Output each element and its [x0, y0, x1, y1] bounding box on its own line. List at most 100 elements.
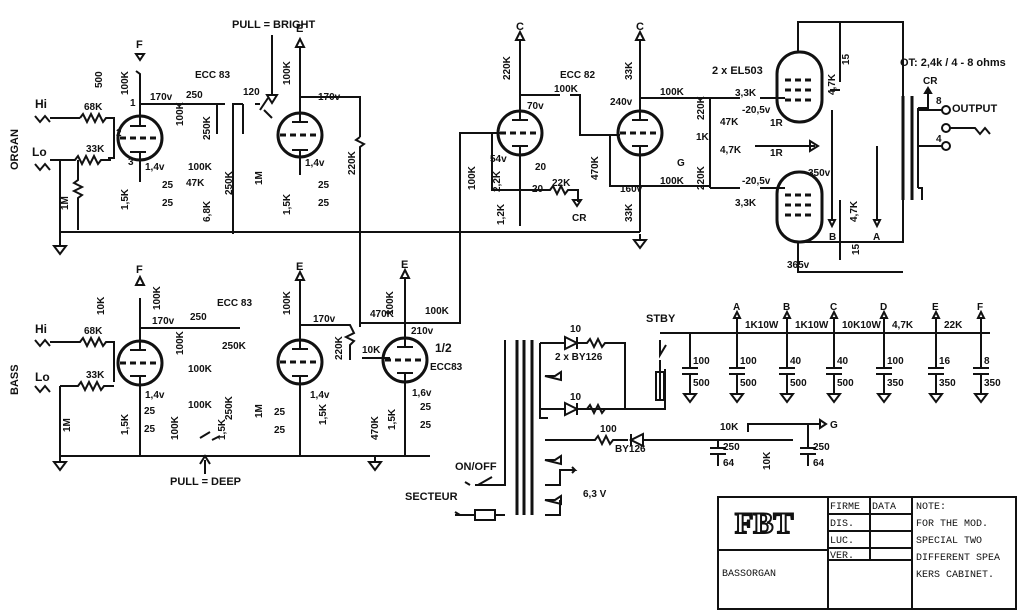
organ-input-jacks[interactable] — [34, 114, 51, 172]
bass-c-plate-value: 10K — [96, 296, 107, 315]
on-off-label: ON/OFF — [455, 461, 497, 473]
deep-switch[interactable] — [199, 431, 221, 441]
bass-r-mix-value: 220K — [334, 335, 345, 360]
phase-r-plate2-value: 33K — [624, 61, 635, 80]
filter-cap — [876, 333, 892, 404]
note-line: FOR THE MOD. — [916, 519, 988, 530]
power-r-snub2-value: 15 — [851, 243, 862, 255]
tap4-label: 4 — [936, 134, 942, 145]
phase-v-cath2: 160v — [620, 184, 643, 195]
mixer-r-grid-value: 470K — [370, 415, 381, 440]
bias-cap — [710, 440, 726, 466]
row-dis: DIS. — [830, 519, 854, 530]
phase-c-out2-value: 100K — [660, 176, 685, 187]
filter-cap-value: 40 — [790, 356, 802, 367]
organ-pot-vol-value: 1M — [254, 171, 265, 185]
power-r-g1a-value: 3,3K — [735, 88, 757, 99]
model-name: BASSORGAN — [722, 569, 776, 580]
series-resistor-value: 10K10W — [842, 320, 881, 331]
supply-node-arrow — [829, 309, 839, 333]
bass-r-plate2-value: 100K — [282, 290, 293, 315]
organ-r-lo-value: 33K — [86, 144, 105, 155]
tap-8[interactable] — [941, 105, 951, 115]
bass-r-cath2-value: 1,5K — [318, 403, 329, 425]
tap-4[interactable] — [941, 141, 951, 151]
phase-c-out1-value: 100K — [660, 87, 685, 98]
bias-r-value: 100 — [600, 424, 617, 435]
power-r-bias1-value: 220K — [696, 95, 707, 120]
organ-r-hi-value: 68K — [84, 102, 103, 113]
bass-r-hi-value: 68K — [84, 326, 103, 337]
organ-v-plate1: 170v — [150, 92, 173, 103]
organ-c-coup-value: 250 — [186, 90, 203, 101]
organ-v-plate2: 170v — [318, 92, 341, 103]
filter-cap-voltage: 500 — [740, 378, 757, 389]
bass-c-bass-value: 100K — [188, 400, 213, 411]
bass-r-lo-value: 33K — [86, 370, 105, 381]
phase-v-plate1: 70v — [527, 101, 544, 112]
organ-c-plate-value: 500 — [94, 71, 105, 88]
output-transformer — [901, 96, 914, 200]
bass-v-plate2: 170v — [313, 314, 336, 325]
organ-r-cath1-value: 1,5K — [120, 188, 131, 210]
phase-cr-label: CR — [572, 213, 587, 224]
mixer-half-label: 1/2 — [435, 341, 452, 355]
rect-single-label: BY126 — [615, 444, 646, 455]
power-a-label: A — [873, 232, 880, 243]
organ-r-tone1-value: 100K — [175, 101, 186, 126]
node-e-label: E — [401, 259, 408, 271]
power-tube-1 — [775, 50, 824, 124]
bias-pot-value: 10K — [720, 422, 739, 433]
mixer-c-grid-value: 10K — [362, 345, 381, 356]
bass-input-jacks[interactable] — [34, 338, 51, 394]
phase-r-cath-value: 2,2K — [492, 170, 503, 192]
power-r-1ra-value: 1R — [770, 118, 784, 129]
rect-r2-value: 10 — [570, 392, 582, 403]
node-e-label: E — [296, 261, 303, 273]
organ-c-cath1a: 25 — [162, 180, 174, 191]
power-r-47b-value: 4,7K — [720, 145, 742, 156]
fbt-logo: FBT — [735, 507, 793, 540]
row-luc: LUC. — [830, 536, 854, 547]
filter-cap-value: 8 — [984, 356, 990, 367]
power-switch[interactable] — [477, 476, 493, 486]
organ-r-lo — [60, 153, 111, 167]
mixer-v-cath: 1,6v — [412, 388, 432, 399]
phase-c-cath-value: 20 — [535, 162, 547, 173]
filter-cap-value: 100 — [887, 356, 904, 367]
filter-cap — [779, 333, 795, 404]
filter-cap-voltage: 350 — [887, 378, 904, 389]
organ-v-cath1: 1,4v — [145, 162, 165, 173]
output-jack[interactable] — [950, 126, 991, 136]
filter-cap-value: 100 — [693, 356, 710, 367]
filter-cap — [826, 333, 842, 404]
supply-node-arrow — [931, 309, 941, 333]
bias-r2-value: 10K — [762, 451, 773, 470]
organ-pot-treble-value: 250K — [202, 115, 213, 140]
standby-switch[interactable] — [655, 340, 667, 401]
supply-node-label: C — [830, 302, 837, 313]
supply-node-arrow — [879, 309, 889, 333]
bass-c-cath1a: 25 — [144, 406, 156, 417]
note-line: NOTE: — [916, 502, 946, 513]
bright-switch[interactable] — [259, 97, 273, 119]
phase-c-coup-value: 100K — [554, 84, 579, 95]
mixer-c-cath-a: 25 — [420, 402, 432, 413]
bass-c-deep-value: 100K — [170, 415, 181, 440]
power-g-label: G — [677, 158, 685, 169]
tap-common[interactable] — [941, 123, 951, 133]
note-line: KERS CABINET. — [916, 570, 994, 581]
filter-cap-voltage: 500 — [693, 378, 710, 389]
organ-r-plate1-value: 100K — [120, 70, 131, 95]
bias-cap-value: 250 — [813, 442, 830, 453]
power-v-bias1: -20,5v — [742, 105, 771, 116]
power-stage: 2 x EL503 15 4,7K 15 4,7K 3,3K 3,3K -20,… — [677, 21, 1006, 273]
organ-r-in — [71, 160, 85, 230]
rect-r1-value: 10 — [570, 324, 582, 335]
pull-bright-label: PULL = BRIGHT — [232, 19, 316, 31]
pull-deep-arrow — [199, 454, 211, 474]
bass-v-plate1: 170v — [152, 316, 175, 327]
secteur-label: SECTEUR — [405, 491, 458, 503]
